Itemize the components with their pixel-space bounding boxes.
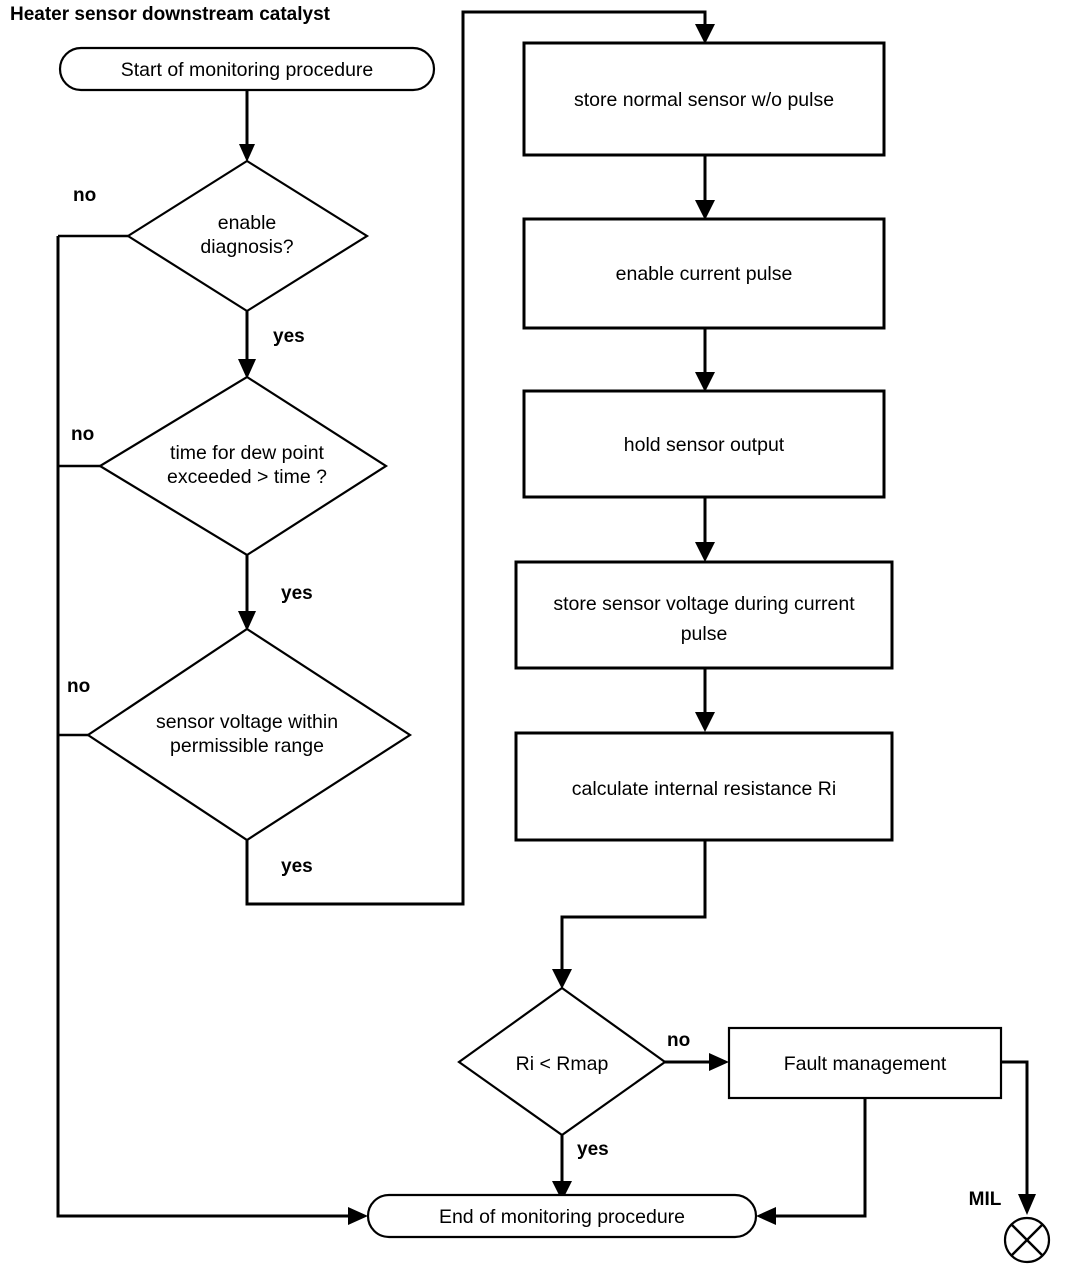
ri-less-rmap-label: Ri < Rmap: [516, 1053, 609, 1075]
store-sensor-voltage-label-line2: pulse: [681, 623, 728, 645]
edge-calc-ri-to-decision: [552, 840, 707, 989]
node-mil-indicator[interactable]: MIL: [969, 1189, 1051, 1264]
node-end[interactable]: End of monitoring procedure: [366, 1193, 758, 1239]
node-fault-management[interactable]: Fault management: [727, 1026, 1003, 1100]
node-dew-point[interactable]: time for dew point exceeded > time ?: [97, 375, 389, 557]
enable-current-pulse-label: enable current pulse: [616, 263, 793, 285]
edge-enable-yes: yes: [238, 311, 305, 379]
edge-voltage-no: no: [58, 676, 90, 737]
hold-sensor-output-shape: [522, 389, 886, 499]
edge-enable-no: no: [58, 185, 128, 238]
edge-label-enable-yes: yes: [273, 326, 305, 347]
store-sensor-voltage-shape: [514, 560, 894, 670]
enable-current-pulse-shape: [522, 217, 886, 330]
edge-label-dewpoint-yes: yes: [281, 583, 313, 604]
edge-label-dewpoint-no: no: [71, 424, 94, 445]
edge-fault-to-mil: [1001, 1060, 1036, 1215]
mil-label: MIL: [969, 1189, 1002, 1210]
edge-dewpoint-no: no: [58, 424, 100, 468]
edge-start-to-enable: [239, 90, 255, 162]
sensor-voltage-label-line1: sensor voltage within: [156, 711, 338, 733]
edge-label-ri-yes: yes: [577, 1139, 609, 1160]
calculate-internal-resistance-label: calculate internal resistance Ri: [572, 778, 836, 800]
edge-label-ri-no: no: [667, 1030, 690, 1051]
enable-diagnosis-label-line2: diagnosis?: [200, 236, 293, 258]
calculate-internal-resistance-shape: [514, 731, 894, 842]
edge-dewpoint-yes: yes: [238, 555, 313, 631]
edge-label-voltage-no: no: [67, 676, 90, 697]
start-label: Start of monitoring procedure: [121, 59, 374, 81]
end-shape: [366, 1193, 758, 1239]
node-enable-current-pulse[interactable]: enable current pulse: [522, 217, 886, 330]
store-normal-sensor-shape: [522, 41, 886, 157]
node-enable-diagnosis[interactable]: enable diagnosis?: [125, 159, 370, 313]
edge-store-normal-to-enable-pulse: [695, 155, 715, 220]
edge-voltage-yes-to-store-normal: yes: [245, 10, 715, 906]
edge-ri-no: no: [665, 1030, 729, 1071]
mil-x-stroke-2: [1010, 1223, 1044, 1257]
node-calculate-internal-resistance[interactable]: calculate internal resistance Ri: [514, 731, 894, 842]
enable-diagnosis-label-line1: enable: [218, 212, 277, 234]
edge-label-enable-no: no: [73, 185, 96, 206]
node-hold-sensor-output[interactable]: hold sensor output: [522, 389, 886, 499]
node-sensor-voltage[interactable]: sensor voltage within permissible range: [86, 627, 413, 842]
node-store-normal-sensor[interactable]: store normal sensor w/o pulse: [522, 41, 886, 157]
edge-label-voltage-yes: yes: [281, 856, 313, 877]
dew-point-label-line2: exceeded > time ?: [167, 466, 327, 488]
edge-fault-to-end: [756, 1098, 867, 1225]
sensor-voltage-label-line2: permissible range: [170, 735, 324, 757]
hold-sensor-output-label: hold sensor output: [624, 434, 785, 456]
edge-store-voltage-to-calc-ri: [695, 668, 715, 732]
store-normal-sensor-label: store normal sensor w/o pulse: [574, 89, 834, 111]
node-start[interactable]: Start of monitoring procedure: [58, 46, 436, 92]
diagram-title: Heater sensor downstream catalyst: [10, 4, 331, 25]
node-ri-less-rmap[interactable]: Ri < Rmap: [457, 986, 667, 1137]
edge-no-rail-to-end: [56, 236, 368, 1225]
fault-management-label: Fault management: [784, 1053, 947, 1075]
edge-enable-pulse-to-hold-output: [695, 328, 715, 392]
node-store-sensor-voltage[interactable]: store sensor voltage during current puls…: [514, 560, 894, 670]
edge-hold-output-to-store-voltage: [695, 497, 715, 562]
end-label: End of monitoring procedure: [439, 1206, 685, 1228]
fault-management-shape: [727, 1026, 1003, 1100]
store-sensor-voltage-label-line1: store sensor voltage during current: [553, 593, 855, 615]
edge-ri-yes: yes: [552, 1135, 609, 1201]
dew-point-label-line1: time for dew point: [170, 442, 324, 464]
